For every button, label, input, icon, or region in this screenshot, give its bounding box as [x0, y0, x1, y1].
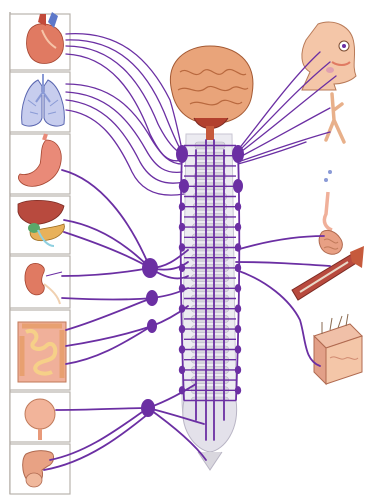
pelvic-ganglion: [141, 399, 155, 417]
chain-ganglion-bead: [179, 223, 185, 231]
superior-ganglion-left: [176, 145, 188, 163]
skin-block-icon: [314, 314, 362, 384]
brain-icon: [170, 46, 253, 140]
chain-ganglion-bead: [235, 243, 241, 251]
chain-ganglion-bead: [235, 345, 241, 353]
intestines-icon: [18, 322, 66, 382]
chain-ganglion-bead: [235, 305, 241, 313]
chain-ganglion-bead: [235, 325, 241, 333]
chain-ganglion-bead: [179, 386, 185, 394]
inferior-mesenteric-ganglion: [147, 319, 157, 333]
chain-ganglion-bead: [235, 366, 241, 374]
chain-ganglion-bead: [179, 284, 185, 292]
chain-ganglion-bead: [235, 182, 241, 190]
chain-ganglion-bead: [235, 284, 241, 292]
chain-ganglion-bead: [179, 264, 185, 272]
arm-muscle-icon: [292, 246, 364, 300]
chain-ganglion-bead: [235, 264, 241, 272]
chain-ganglion-bead: [235, 223, 241, 231]
sweat-gland-icon: [319, 170, 342, 254]
chain-ganglion-bead: [179, 345, 185, 353]
chain-ganglion-bead: [235, 203, 241, 211]
chain-ganglion-bead: [179, 366, 185, 374]
chain-ganglion-bead: [179, 325, 185, 333]
superior-ganglion-right: [232, 145, 244, 163]
chain-ganglion-bead: [179, 243, 185, 251]
coeliac-ganglion: [142, 258, 158, 278]
chain-ganglion-bead: [179, 203, 185, 211]
superior-mesenteric-ganglion: [146, 290, 158, 306]
chain-ganglion-bead: [235, 386, 241, 394]
blood-vessel-icon: [326, 94, 344, 142]
chain-ganglion-bead: [179, 182, 185, 190]
chain-ganglion-bead: [179, 305, 185, 313]
